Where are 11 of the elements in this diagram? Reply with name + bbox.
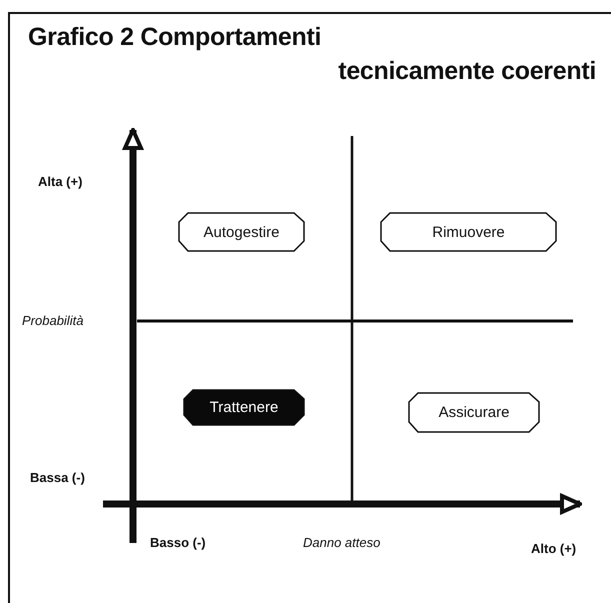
axis-value-label: Basso (-) xyxy=(150,535,206,550)
action-box: Rimuovere xyxy=(380,212,557,252)
axis-value-label: Alta (+) xyxy=(38,174,82,189)
axis-value-label: Bassa (-) xyxy=(30,470,85,485)
action-box: Autogestire xyxy=(178,212,305,252)
axis-title: Probabilità xyxy=(22,313,84,328)
action-box: Assicurare xyxy=(408,392,540,433)
chart-title: Grafico 2 Comportamenti tecnicamente coerenti xyxy=(28,22,596,87)
action-box: Trattenere xyxy=(183,389,305,426)
axis-title: Danno atteso xyxy=(303,535,380,550)
axis-value-label: Alto (+) xyxy=(531,541,576,556)
